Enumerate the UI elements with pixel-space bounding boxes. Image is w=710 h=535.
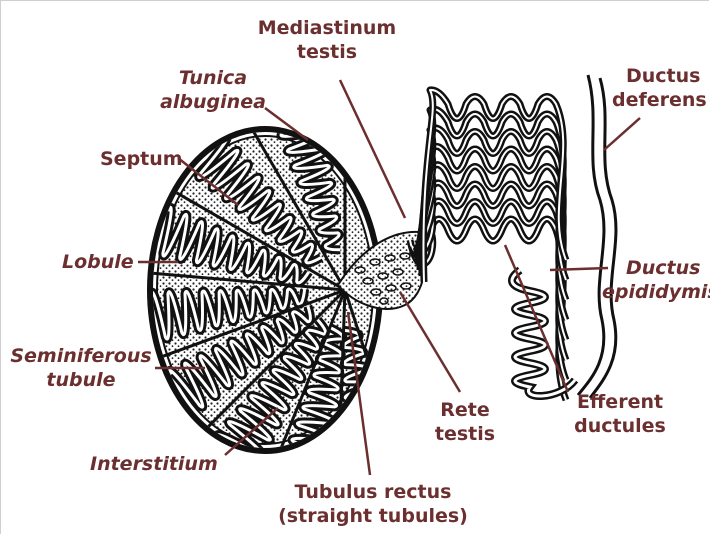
label-tubulus-line1: Tubulus rectus xyxy=(268,480,478,504)
label-rete-line2: testis xyxy=(430,422,500,446)
label-ductus-deferens: Ductus deferens xyxy=(612,64,710,112)
label-tunica-line1: Tunica xyxy=(158,66,268,90)
leader-deferens xyxy=(604,118,640,150)
label-septum: Septum xyxy=(100,147,183,171)
label-interstitium: Interstitium xyxy=(90,452,218,476)
label-deferens-line2: deferens xyxy=(612,88,710,112)
efferent-ductule-path xyxy=(416,165,566,340)
label-rete-testis: Rete testis xyxy=(430,398,500,446)
label-efferent-ductules: Efferent ductules xyxy=(565,390,675,438)
label-efferent-line2: ductules xyxy=(565,414,675,438)
label-seminiferous-tubule: Seminiferous tubule xyxy=(6,344,156,392)
label-mediastinum-testis: Mediastinum testis xyxy=(252,16,402,64)
label-tunica-albuginea: Tunica albuginea xyxy=(158,66,268,114)
leader-rete xyxy=(400,292,460,392)
label-ductus-epididymis: Ductus epididymis xyxy=(602,256,710,304)
label-efferent-line1: Efferent xyxy=(565,390,675,414)
label-seminiferous-line2: tubule xyxy=(6,368,156,392)
label-epididymis-line2: epididymis xyxy=(602,280,710,304)
label-seminiferous-line1: Seminiferous xyxy=(6,344,156,368)
label-epididymis-line1: Ductus xyxy=(602,256,710,280)
label-tubulus-rectus: Tubulus rectus (straight tubules) xyxy=(268,480,478,528)
label-mediastinum-line1: Mediastinum xyxy=(252,16,402,40)
label-rete-line1: Rete xyxy=(430,398,500,422)
label-mediastinum-line2: testis xyxy=(252,40,402,64)
label-tubulus-line2: (straight tubules) xyxy=(268,504,478,528)
label-lobule: Lobule xyxy=(62,250,134,274)
label-deferens-line1: Ductus xyxy=(612,64,710,88)
ductus-deferens-tube xyxy=(578,75,616,398)
label-tunica-line2: albuginea xyxy=(158,90,268,114)
